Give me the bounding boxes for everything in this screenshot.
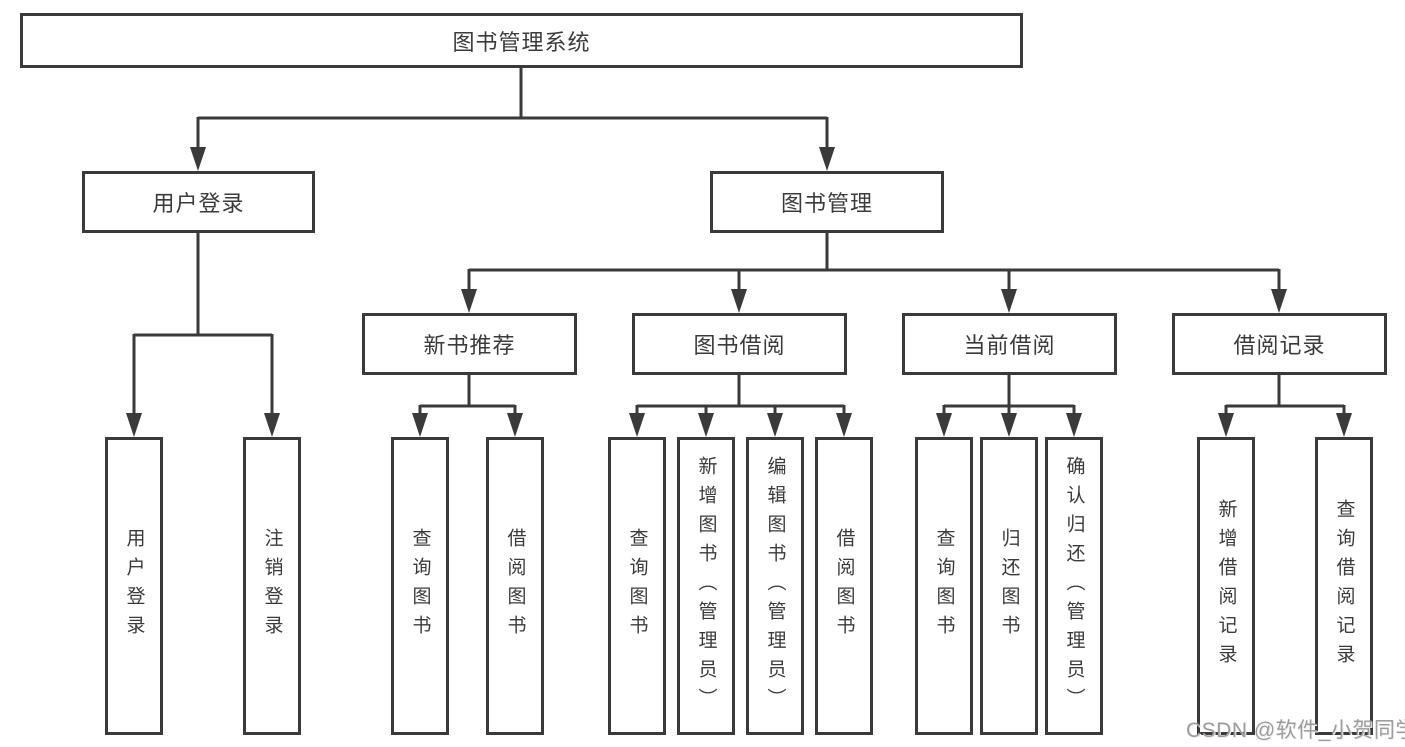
node-book-management: 图书管理: [710, 171, 944, 233]
leaf-query-books-2: 查询图书: [608, 437, 666, 735]
connector-bookmgmt-to-level2: [461, 233, 1287, 313]
node-current-borrow: 当前借阅: [902, 313, 1117, 375]
leaf-logout: 注销登录: [243, 437, 301, 735]
node-user-login: 用户登录: [82, 171, 315, 233]
connector-root-to-level1: [190, 68, 835, 171]
leaf-query-books-3: 查询图书: [915, 437, 973, 735]
csdn-watermark: CSDN @软件_小贺同学: [1186, 719, 1405, 742]
connector-newbook-to-leaves: [412, 375, 523, 437]
connector-current-to-leaves: [936, 375, 1082, 437]
leaf-borrow-books-2: 借阅图书: [815, 437, 873, 735]
leaf-return-books: 归还图书: [980, 437, 1038, 735]
connector-borrow-to-leaves: [629, 375, 852, 437]
leaf-confirm-return-admin: 确认归还（管理员）: [1045, 437, 1103, 735]
leaf-add-borrow-record: 新增借阅记录: [1197, 437, 1255, 735]
node-book-borrow: 图书借阅: [632, 313, 847, 375]
leaf-query-books-1: 查询图书: [391, 437, 449, 735]
connector-records-to-leaves: [1218, 375, 1352, 437]
node-new-book-recommend: 新书推荐: [362, 313, 577, 375]
leaf-borrow-books-1: 借阅图书: [486, 437, 544, 735]
leaf-add-books-admin: 新增图书（管理员）: [677, 437, 735, 735]
connector-userlogin-to-leaves: [126, 233, 280, 437]
leaf-query-borrow-record: 查询借阅记录: [1315, 437, 1373, 735]
leaf-edit-books-admin: 编辑图书（管理员）: [746, 437, 804, 735]
leaf-user-login: 用户登录: [105, 437, 163, 735]
node-borrow-records: 借阅记录: [1172, 313, 1387, 375]
node-root-system: 图书管理系统: [20, 13, 1023, 68]
